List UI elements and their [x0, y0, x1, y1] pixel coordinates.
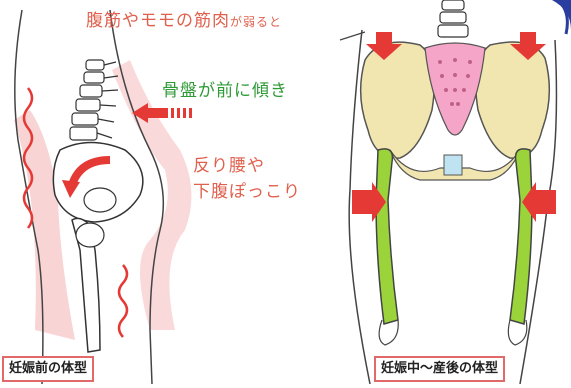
headline-main-text: 腹筋やモモの筋肉	[86, 11, 230, 31]
lumbar-spine	[438, 0, 468, 37]
caption-before-pregnancy: 妊娠前の体型	[2, 356, 94, 382]
pelvis-front-left	[361, 42, 435, 158]
weak-muscle-wave-back	[119, 265, 127, 337]
pelvis-tilt-label: 骨盤が前に傾き	[162, 76, 288, 101]
posture-label-line2: 下腹ぽっこり	[193, 177, 301, 202]
headline-weak-muscles: 腹筋やモモの筋肉が弱ると	[86, 6, 282, 31]
posture-label-line1: 反り腰や	[193, 151, 265, 176]
femur-front-left	[376, 149, 398, 324]
pelvis-front-right	[476, 42, 550, 158]
front-view-figure	[340, 0, 556, 384]
belly-shading	[14, 110, 75, 340]
side-view-figure	[14, 10, 192, 384]
femur-front-right	[510, 149, 532, 324]
spine	[70, 60, 104, 140]
headline-small-text: が弱ると	[230, 15, 282, 29]
caption-during-after-pregnancy: 妊娠中〜産後の体型	[374, 356, 505, 382]
